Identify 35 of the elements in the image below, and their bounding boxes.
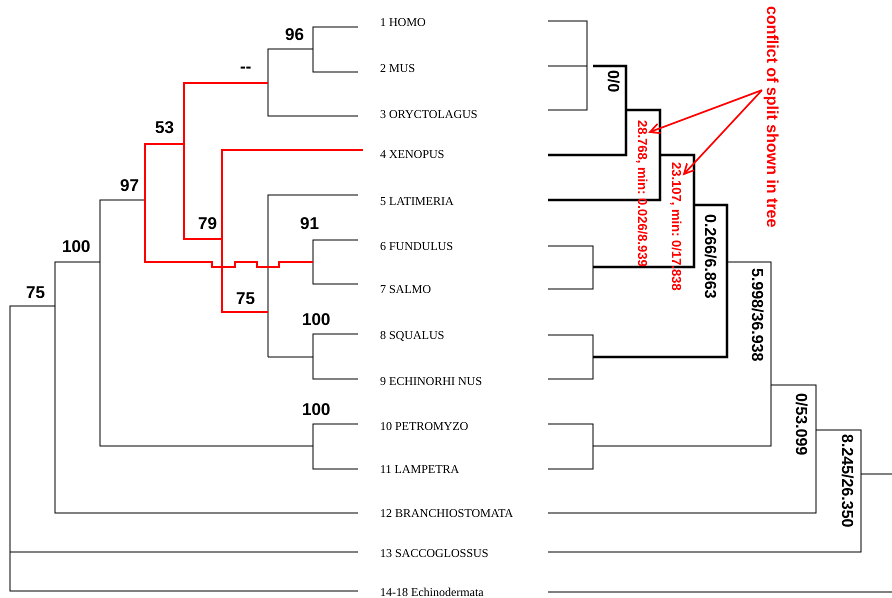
- support-value: 91: [300, 215, 319, 232]
- support-value: 5.998/36.938: [748, 268, 764, 362]
- taxon-label: 3 ORYCTOLAGUS: [380, 108, 478, 120]
- support-value: 75: [26, 284, 45, 301]
- support-value: 8.245/26.350: [838, 434, 854, 528]
- taxon-label: 7 SALMO: [380, 283, 432, 295]
- support-value: 0/0: [604, 70, 620, 92]
- taxon-label: 4 XENOPUS: [380, 148, 444, 160]
- taxon-label: 1 HOMO: [380, 16, 426, 28]
- support-value: 96: [285, 26, 304, 43]
- arrow: [683, 90, 763, 175]
- taxon-label: 9 ECHINORHI NUS: [380, 375, 482, 387]
- support-value: 100: [62, 238, 90, 255]
- annotation-note: conflict of split shown in tree: [763, 6, 779, 228]
- taxon-label: 10 PETROMYZO: [380, 420, 468, 432]
- taxon-label: 12 BRANCHIOSTOMATA: [380, 507, 514, 519]
- support-value: 100: [302, 401, 330, 418]
- support-value: 100: [302, 311, 330, 328]
- arrow: [649, 89, 762, 134]
- conflict-value: 23.107, min: 0/17.838: [670, 162, 683, 291]
- conflict-value: 28.768, min: 0.026/8.939: [636, 120, 649, 267]
- taxon-label: 13 SACCOGLOSSUS: [380, 547, 488, 559]
- taxon-label: 2 MUS: [380, 62, 416, 74]
- support-value: --: [240, 58, 252, 75]
- taxon-label: 11 LAMPETRA: [380, 463, 460, 475]
- support-value: 53: [155, 119, 174, 136]
- support-value: 79: [198, 215, 217, 232]
- support-value: 97: [120, 177, 139, 194]
- support-value: 75: [236, 290, 255, 307]
- support-value: 0.266/6.863: [701, 214, 717, 299]
- support-value: 0/53.099: [792, 393, 808, 456]
- taxon-label: 14-18 Echinodermata: [380, 586, 484, 598]
- taxon-label: 6 FUNDULUS: [380, 240, 454, 252]
- taxon-label: 5 LATIMERIA: [380, 195, 454, 207]
- taxon-label: 8 SQUALUS: [380, 329, 444, 341]
